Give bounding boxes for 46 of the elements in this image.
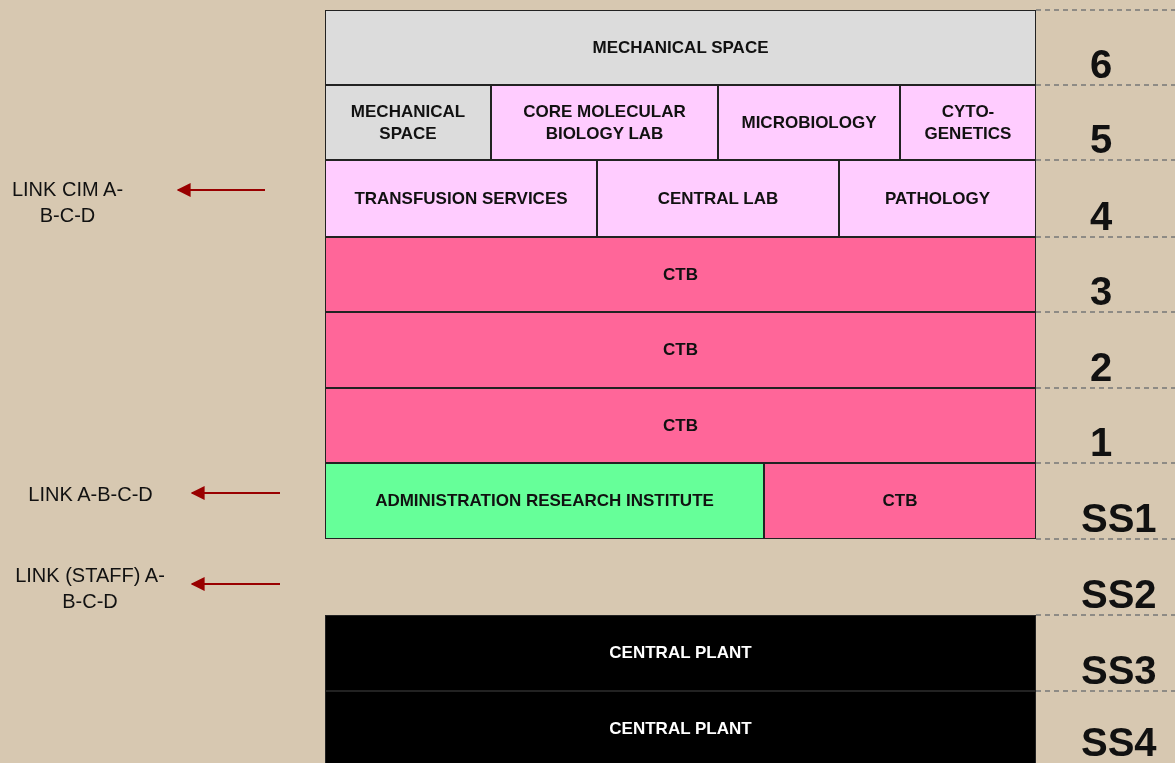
- zone-label: ADMINISTRATION RESEARCH INSTITUTE: [374, 490, 715, 512]
- zone-label: MICROBIOLOGY: [740, 111, 878, 134]
- floor-number: SS2: [1081, 574, 1157, 614]
- floor-zone-block: [325, 237, 1036, 312]
- zone-label: CTB: [881, 490, 919, 512]
- arrow: [176, 183, 266, 197]
- floor-zone-block: [325, 312, 1036, 388]
- zone-label: CENTRAL PLANT: [608, 718, 753, 740]
- link-label: LINK (STAFF) A-B-C-D: [10, 562, 170, 614]
- floor-zone-block: [491, 85, 718, 160]
- floor-number: 5: [1090, 119, 1113, 159]
- floor-zone-block: [900, 85, 1036, 160]
- floor-zone-block: [325, 10, 1036, 85]
- zone-label: CENTRAL LAB: [656, 187, 780, 210]
- zone-label: CTB: [662, 263, 699, 286]
- arrow: [190, 486, 281, 500]
- floor-number: 1: [1090, 422, 1113, 462]
- zone-label: CORE MOLECULAR BIOLOGY LAB: [522, 100, 687, 145]
- floor-zone-block: [325, 160, 597, 237]
- floor-number: 2: [1090, 347, 1113, 387]
- floor-number: 6: [1090, 44, 1113, 84]
- zone-label: MECHANICAL SPACE: [591, 36, 770, 59]
- floor-zone-block: [325, 388, 1036, 463]
- floor-number: 3: [1090, 271, 1113, 311]
- zone-label: CYTO- GENETICS: [923, 100, 1013, 145]
- floor-zone-block: [718, 85, 900, 160]
- floor-zone-block: [764, 463, 1036, 539]
- zone-label: TRANSFUSION SERVICES: [353, 187, 569, 210]
- floor-number: 4: [1090, 196, 1113, 236]
- floor-number: SS1: [1081, 498, 1157, 538]
- zone-label: MECHANICAL SPACE: [349, 100, 467, 145]
- floor-zone-block: [325, 85, 491, 160]
- floor-number: SS4: [1081, 722, 1157, 762]
- floor-number: SS3: [1081, 650, 1157, 690]
- floor-zone-block: [597, 160, 839, 237]
- floor-zone-block: [325, 691, 1036, 763]
- link-label: LINK CIM A-B-C-D: [10, 176, 125, 228]
- floor-zone-block: [325, 463, 764, 539]
- zone-label: PATHOLOGY: [883, 187, 992, 210]
- floor-zone-block: [325, 615, 1036, 691]
- zone-label: CTB: [662, 339, 699, 361]
- zone-label: CENTRAL PLANT: [608, 642, 753, 664]
- zone-label: CTB: [662, 414, 699, 437]
- floor-zone-block: [839, 160, 1036, 237]
- link-label: LINK A-B-C-D: [8, 481, 173, 507]
- arrow: [190, 577, 281, 591]
